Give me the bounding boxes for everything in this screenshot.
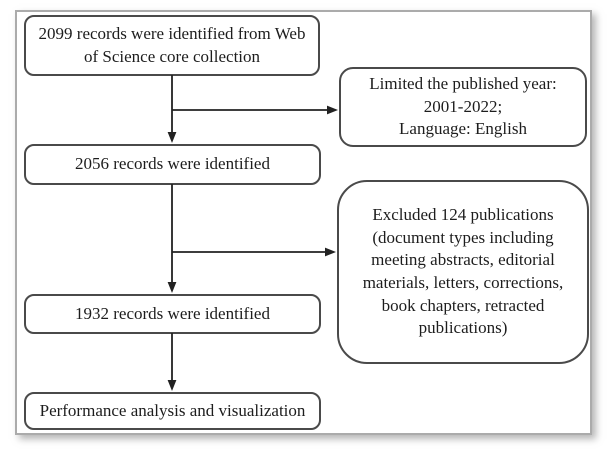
box-text-line: Limited the published year:: [369, 74, 557, 94]
box-text-line: Excluded 124 publications: [372, 205, 554, 225]
box-performance-analysis: Performance analysis and visualization: [24, 392, 321, 430]
box-1932-records: 1932 records were identified: [24, 294, 321, 334]
box-text-line: materials, letters, corrections,: [362, 273, 564, 292]
box-2099-records: 2099 records were identified from Web of…: [24, 15, 320, 76]
box-limit-published-year: Limited the published year: 2001-2022; L…: [339, 67, 587, 147]
box-text-line: Language: English: [399, 119, 527, 139]
box-text-line: of Science core collection: [83, 46, 261, 66]
arrowhead-right: [327, 105, 338, 115]
box-text-line: 2056 records were identified: [75, 154, 270, 174]
box-text-line: Performance analysis and visualization: [39, 400, 306, 420]
arrow-2099-to-2056: [167, 75, 177, 143]
arrow-2056-to-1932: [167, 184, 177, 293]
arrowhead-down: [167, 132, 177, 143]
box-text-line: book chapters, retracted: [381, 295, 545, 315]
arrowhead-right: [325, 247, 336, 257]
box-text-line: meeting abstracts, editorial: [371, 250, 555, 270]
box-text-line: 1932 records were identified: [75, 303, 270, 323]
arrowhead-down: [167, 282, 177, 293]
arrowhead-down: [167, 380, 177, 391]
arrow-1932-to-performance: [167, 333, 177, 391]
arrow-branch-to-excluded: [172, 247, 336, 257]
box-text-line: 2001-2022;: [423, 96, 503, 116]
box-2056-records: 2056 records were identified: [24, 144, 321, 185]
box-text-line: publications): [418, 318, 508, 338]
box-text-line: (document types including: [372, 227, 554, 247]
box-text-line: 2099 records were identified from Web: [38, 23, 306, 43]
flowchart-frame: 2099 records were identified from Web of…: [15, 10, 592, 435]
arrow-branch-to-limit: [172, 105, 338, 115]
box-excluded-publications: Excluded 124 publications (document type…: [337, 180, 589, 364]
